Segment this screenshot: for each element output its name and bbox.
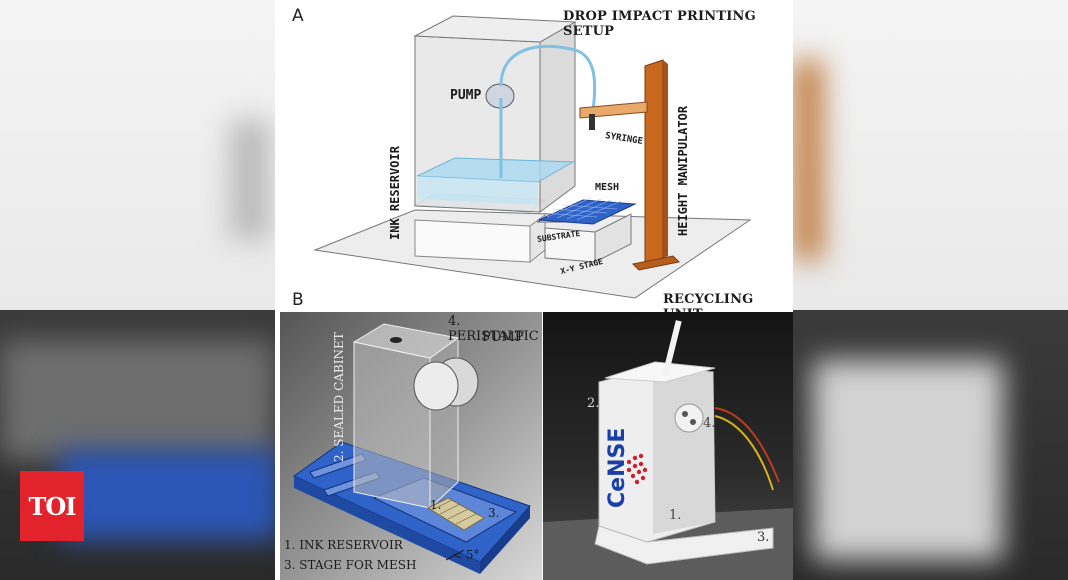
cabinet-side [539, 21, 576, 213]
device-top [604, 361, 716, 383]
backdrop-top [0, 0, 275, 310]
blur-shape [813, 360, 1003, 560]
base-tray-front [294, 476, 480, 574]
panel-a-title: DROP IMPACT PRINTING SETUP [563, 9, 756, 39]
ink-water [416, 157, 575, 183]
label-ink-reservoir: INK RESERVOIR [388, 146, 402, 240]
xy-stage-side [594, 213, 632, 263]
label-sealed-cabinet: 2. SEALED CABINET [332, 332, 346, 462]
label-pump: PUMP [450, 88, 482, 103]
mesh-grid [542, 197, 622, 221]
reservoir-box [414, 219, 531, 263]
sealed-cabinet-front [353, 341, 431, 509]
sealed-cabinet-top [352, 323, 460, 359]
wire-red [714, 407, 780, 483]
label-height-manipulator: HEIGHT MANIPULATOR [676, 105, 690, 236]
panel-a-letter: A [292, 6, 304, 26]
height-post-side [663, 60, 668, 258]
cabinet-top [413, 15, 577, 43]
syringe-body [589, 114, 595, 130]
label-peristaltic-line1: 4. PERISTALTIC [448, 314, 539, 344]
blur-shape [60, 450, 275, 540]
logo-text: CeNSE [605, 427, 630, 508]
post-base [631, 255, 681, 271]
base-tray-side [480, 506, 530, 574]
ink-water-front [417, 176, 538, 205]
photo-label-2: 2. [587, 396, 600, 411]
pump-bolt [682, 411, 688, 417]
logo-dots [626, 453, 648, 485]
panel-b-render: 4. PERISTALTIC PUMP 2. SEALED CABINET 1.… [280, 312, 542, 580]
cad-render [293, 323, 531, 574]
blurred-backdrop-left [0, 0, 275, 580]
label-num3: 3. [488, 506, 500, 520]
photo-label-4: 4. [703, 416, 716, 431]
label-angle: < 5° [452, 548, 480, 562]
wire-yellow [714, 415, 774, 491]
mesh [538, 199, 637, 225]
blur-shape [793, 60, 823, 260]
photo-label-1: 1. [669, 508, 682, 523]
mesh-stage [426, 497, 485, 531]
backdrop-top [793, 0, 1068, 310]
tube [662, 320, 682, 376]
cabinet-hole [390, 337, 402, 343]
panel-b-photo: CeNSE 2. 4. 1. 3. [543, 312, 793, 580]
panel-a: A DROP IMPACT PRINTING SETUP RECYCLING U… [275, 0, 793, 322]
pump-disc [674, 403, 704, 433]
syringe-arm [579, 101, 648, 119]
tray [594, 525, 774, 565]
label-mesh: MESH [595, 182, 620, 193]
figure-panel: A DROP IMPACT PRINTING SETUP RECYCLING U… [275, 0, 793, 580]
panel-b-letter: B [292, 290, 304, 310]
blur-shape [230, 120, 270, 240]
label-num1: 1. [430, 498, 442, 512]
label-ink-reservoir-b: 1. INK RESERVOIR [284, 538, 403, 552]
blur-shape [0, 340, 275, 460]
toi-badge[interactable]: TOI [20, 471, 84, 541]
mesh-grid [431, 499, 477, 525]
feed-tube [499, 44, 597, 111]
blurred-backdrop-right [793, 0, 1068, 580]
device-photo [543, 320, 793, 580]
pump-bolt [690, 419, 696, 425]
pump-cylinder-face [413, 361, 459, 411]
setup-illustration [313, 15, 752, 299]
label-peristaltic-line2: PUMP [482, 330, 524, 345]
photo-label-3: 3. [757, 530, 770, 545]
label-stage-for-mesh: 3. STAGE FOR MESH [284, 558, 417, 572]
angle-line [445, 549, 465, 561]
device-side [653, 368, 715, 534]
height-post [644, 59, 664, 265]
